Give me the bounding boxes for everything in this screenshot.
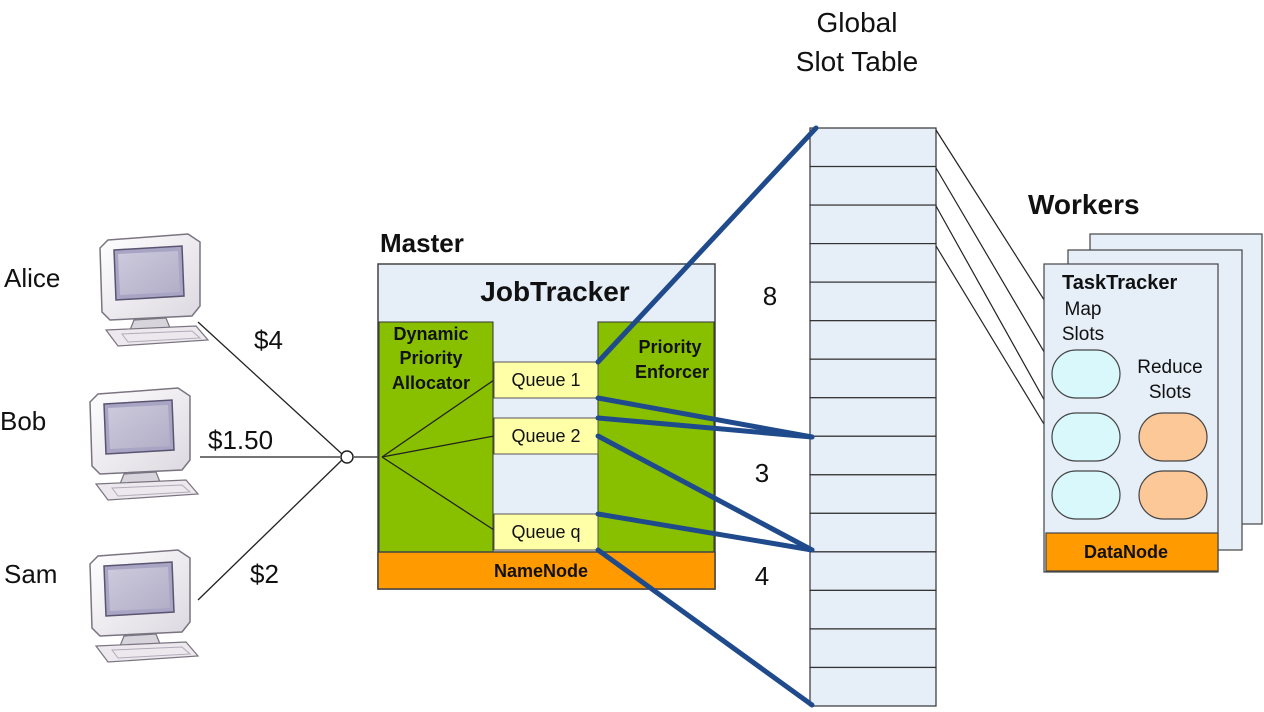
- slot-table-row: [809, 243, 937, 283]
- user-bob: Bob: [0, 387, 199, 501]
- allocator-label-line3: Allocator: [392, 373, 470, 393]
- slot-count-queue-q: 4: [755, 561, 769, 591]
- reduce-slots-label-line1: Reduce: [1137, 357, 1203, 378]
- slot-table-title-line2: Slot Table: [796, 46, 918, 77]
- user-name: Bob: [0, 406, 46, 436]
- jobtracker-title: JobTracker: [480, 276, 630, 307]
- queue-1-lower-line: [595, 395, 815, 440]
- bid-label-sam: $2: [250, 559, 279, 589]
- computer-icon: [99, 233, 209, 347]
- tasktracker-title: TaskTracker: [1062, 272, 1177, 294]
- queue-q-label: Queue q: [511, 522, 580, 542]
- queue-2-lower-line: [595, 433, 815, 553]
- map-slot: [1051, 412, 1121, 462]
- queue-1-label: Queue 1: [511, 370, 580, 390]
- reduce-slots-label-line2: Slots: [1149, 382, 1191, 403]
- user-alice: Alice: [4, 233, 209, 347]
- datanode-label: DataNode: [1084, 542, 1168, 562]
- global-slot-table: [809, 127, 937, 707]
- master-box: JobTracker Dynamic Priority Allocator Pr…: [377, 263, 716, 590]
- slot-count-queue-1: 8: [763, 281, 777, 311]
- queue-1: [493, 361, 599, 399]
- user-name: Alice: [4, 263, 60, 293]
- slot-table-row: [809, 397, 937, 437]
- map-slots-label-line2: Slots: [1062, 324, 1104, 345]
- slot-count-queue-2: 3: [755, 458, 769, 488]
- datanode-bar: [1045, 532, 1219, 572]
- slot-table-row: [809, 628, 937, 669]
- computer-icon: [89, 549, 199, 663]
- bid-connectors: [197, 321, 382, 601]
- queue-1-upper-line: [595, 125, 819, 365]
- map-slot: [1051, 349, 1121, 399]
- enforcer-label-line1: Priority: [638, 337, 701, 357]
- reduce-slot: [1138, 470, 1208, 520]
- slot-table-row: [809, 512, 937, 553]
- allocator-label-line1: Dynamic: [393, 324, 468, 344]
- slot-table-row: [809, 551, 937, 591]
- queue-slot-mapping-lines: [595, 125, 819, 708]
- slot-table-row: [809, 666, 937, 707]
- allocator-fan-lines: [381, 379, 495, 531]
- bid-junction: [340, 450, 354, 464]
- slot-table-row: [809, 358, 937, 399]
- slot-table-row: [809, 127, 937, 168]
- queue-2: [493, 417, 599, 455]
- workers-title: Workers: [1028, 189, 1140, 220]
- master-title: Master: [380, 228, 464, 258]
- bid-label-alice: $4: [254, 325, 283, 355]
- queue-q-upper-line: [595, 511, 815, 553]
- enforcer-label-line2: Enforcer: [635, 362, 709, 382]
- reduce-slot: [1138, 412, 1208, 462]
- worker-stack: TaskTracker Map Slots Reduce Slots DataN…: [1043, 233, 1263, 573]
- queue-2-label: Queue 2: [511, 426, 580, 446]
- slot-table-row: [809, 320, 937, 360]
- slot-table-title-line1: Global: [817, 7, 898, 38]
- map-slot: [1051, 470, 1121, 520]
- slot-table-row: [809, 281, 937, 322]
- user-name: Sam: [4, 559, 57, 589]
- slot-table-row: [809, 435, 937, 476]
- slot-table-row: [809, 204, 937, 245]
- allocator-label-line2: Priority: [399, 348, 462, 368]
- user-sam: Sam: [4, 549, 199, 663]
- slot-table-row: [809, 165, 937, 206]
- namenode-label: NameNode: [494, 561, 588, 581]
- computer-icon: [89, 387, 199, 501]
- queue-q: [493, 513, 599, 551]
- priority-enforcer: [597, 321, 715, 553]
- queue-2-upper-line: [595, 415, 815, 440]
- slot-table-row: [809, 589, 937, 630]
- slot-table-row: [809, 474, 937, 514]
- bid-label-bob: $1.50: [208, 425, 273, 455]
- queue-q-lower-line: [595, 547, 815, 708]
- map-slots-label-line1: Map: [1065, 299, 1102, 320]
- namenode-bar: [377, 551, 716, 590]
